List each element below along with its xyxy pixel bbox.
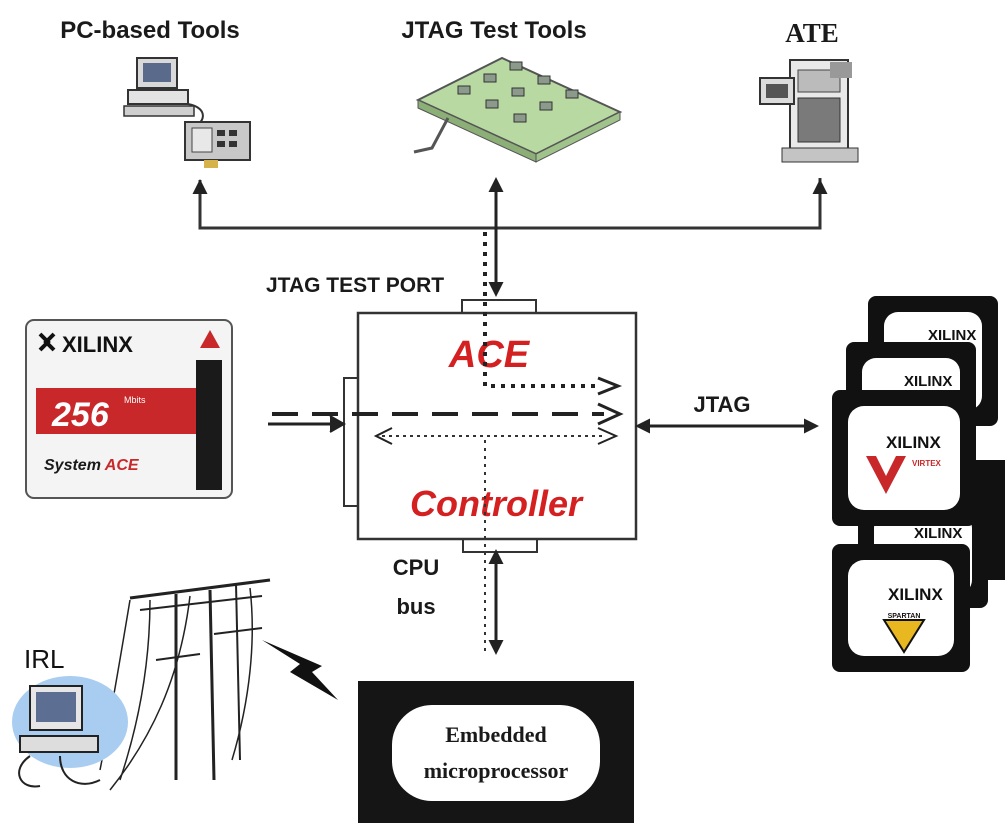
- microprocessor-label-panel: [392, 705, 600, 801]
- device-brand-5: XILINX: [888, 585, 943, 604]
- device-brand-1: XILINX: [928, 327, 976, 344]
- jtag-dotted-path: [483, 232, 600, 388]
- micro-line2: microprocessor: [424, 758, 569, 783]
- virtex-logo-icon: [866, 456, 906, 494]
- wireless-lightning-icon: [262, 640, 338, 700]
- device-brand-4: XILINX: [914, 525, 962, 542]
- ate-label: ATE: [785, 18, 839, 48]
- jtag-dotted-arrowhead: [597, 376, 623, 396]
- cpu-label: CPU: [393, 555, 439, 580]
- irl-label: IRL: [24, 644, 64, 674]
- device-brand-3: XILINX: [886, 433, 941, 452]
- ace-title: ACE: [448, 334, 531, 376]
- pc-computer-icon: [123, 57, 251, 168]
- jtag-chain-label: JTAG: [693, 392, 750, 417]
- card-capacity-unit: Mbits: [124, 395, 146, 405]
- jtag-board-icon: [413, 56, 623, 163]
- spartan-family-label: SPARTAN: [888, 613, 921, 620]
- xilinx-device-stack: [832, 296, 1005, 672]
- micro-line1: Embedded: [445, 722, 546, 747]
- virtex-family-label: VIRTEX: [912, 459, 942, 468]
- bus-label: bus: [396, 594, 435, 619]
- utility-pole-icon: [99, 578, 271, 791]
- warning-triangle-icon: [200, 330, 220, 348]
- remote-computer-icon: [12, 676, 128, 788]
- jtag-tools-label: JTAG Test Tools: [401, 17, 586, 44]
- jtag-test-port-label: JTAG TEST PORT: [266, 274, 444, 297]
- ace-controller-box: [356, 311, 638, 541]
- card-brand: XILINX: [62, 332, 133, 357]
- xilinx-logo-icon: [38, 332, 56, 352]
- device-brand-2: XILINX: [904, 373, 952, 390]
- controller-title: Controller: [410, 483, 584, 524]
- pc-tools-label: PC-based Tools: [60, 17, 240, 44]
- system-ace-card: XILINX 256 Mbits System ACE: [25, 319, 233, 499]
- card-product-name: System ACE: [44, 457, 140, 474]
- spartan-logo-icon: [882, 619, 926, 654]
- card-capacity: 256: [51, 396, 110, 434]
- tool-bus-wire: [198, 178, 822, 230]
- ate-machine-icon: [759, 59, 859, 163]
